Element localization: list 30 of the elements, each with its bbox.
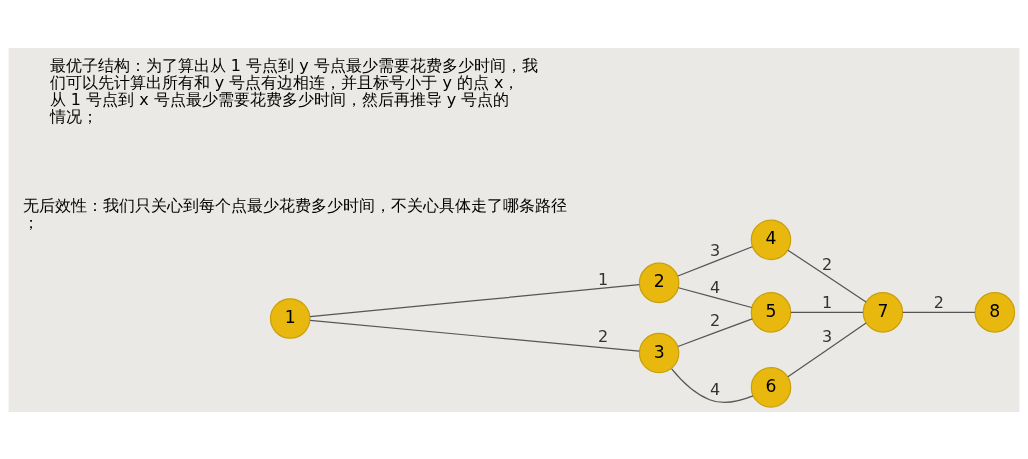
edge-label: 2 — [821, 254, 833, 274]
connector — [787, 249, 867, 303]
edge-label: 2 — [933, 292, 944, 312]
connector — [902, 311, 976, 313]
label: 最优子结构：为了算出从 1 号点到 y 号点最少需要花费多少时间，我们可以先计算出所有和 y 号点有边相连，并且标号小于 y 的点 x，从 1 号点到 x 号点最少需要花费多少时间，然后再推导 y 号点的情况； — [49, 55, 538, 126]
edge-label: 4 — [709, 379, 721, 399]
edge-label: 2 — [598, 326, 609, 346]
edge-label: 1 — [821, 292, 833, 312]
node-circle: 1 — [269, 297, 311, 339]
edge-label: 3 — [821, 326, 833, 346]
node-circle: 8 — [974, 291, 1016, 333]
connector — [309, 319, 640, 352]
connector — [787, 322, 867, 377]
edge-label: 1 — [598, 269, 609, 289]
node-circle: 3 — [638, 332, 680, 373]
node-circle: 4 — [750, 219, 792, 260]
connector — [677, 286, 753, 308]
node-circle: 2 — [638, 262, 680, 303]
connector — [677, 245, 753, 277]
node-circle: 6 — [750, 366, 792, 408]
connector — [671, 367, 754, 403]
node-circle: 5 — [750, 291, 792, 333]
edge-label: 4 — [709, 277, 721, 297]
edge-label: 3 — [709, 240, 721, 260]
edge-label: 2 — [709, 310, 721, 330]
node-circle: 7 — [862, 291, 904, 333]
connector — [677, 317, 753, 347]
label: 无后效性：我们只关心到每个点最少花费多少时间，不关心具体走了哪条路径； — [23, 195, 568, 232]
connector — [790, 311, 864, 313]
connector — [309, 283, 640, 317]
